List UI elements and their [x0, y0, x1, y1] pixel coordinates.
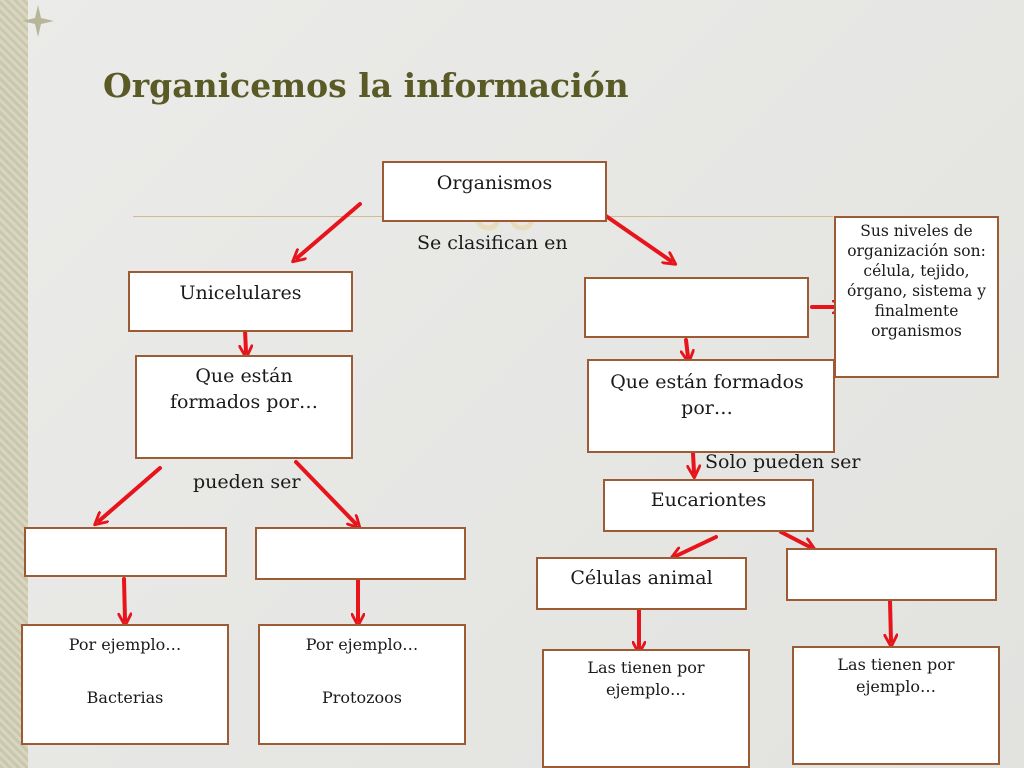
slide-title: Organicemos la información	[103, 66, 629, 105]
node-ejemplo-protozoos: Por ejemplo… Protozoos	[258, 624, 466, 745]
arrow-to-celulas-animal	[676, 535, 718, 556]
sparkle-icon	[22, 5, 54, 37]
node-uni-tipo-1-blank	[24, 527, 227, 577]
node-uni-formados: Que están formados por…	[135, 355, 353, 459]
arrow-to-ejemplo-4	[890, 599, 891, 641]
node-ejemplo-animal: Las tienen por ejemplo…	[542, 649, 750, 768]
arrow-to-pluricelulares	[604, 214, 671, 261]
arrow-to-pluri-formados	[686, 338, 688, 357]
node-organismos: Organismos	[382, 161, 607, 222]
arrow-to-ejemplo-1	[124, 577, 125, 620]
label-solo-pueden-ser: Solo pueden ser	[705, 451, 861, 473]
arrow-to-celulas-otra	[779, 530, 810, 547]
node-ejemplo-bacterias: Por ejemplo… Bacterias	[21, 624, 229, 745]
node-unicelulares: Unicelulares	[128, 271, 353, 332]
node-eucariontes: Eucariontes	[603, 479, 814, 532]
label-pueden-ser: pueden ser	[193, 471, 301, 493]
node-pluricelulares-blank	[584, 277, 809, 338]
node-celulas-animal: Células animal	[536, 557, 747, 610]
arrow-to-unicelulares	[297, 202, 362, 258]
arrow-to-uni-tipo-2	[294, 460, 356, 524]
node-uni-tipo-2-blank	[255, 527, 466, 580]
node-ejemplo-otra: Las tienen por ejemplo…	[792, 646, 1000, 765]
node-celulas-otra-blank	[786, 548, 997, 601]
arrow-to-eucariontes	[693, 451, 694, 472]
node-pluri-formados: Que están formados por…	[587, 359, 835, 453]
arrow-to-uni-formados	[245, 328, 246, 352]
label-se-clasifican: Se clasifican en	[417, 232, 568, 254]
node-niveles-organizacion: Sus niveles de organización son: célula,…	[834, 216, 999, 378]
arrow-to-uni-tipo-1	[99, 466, 162, 521]
